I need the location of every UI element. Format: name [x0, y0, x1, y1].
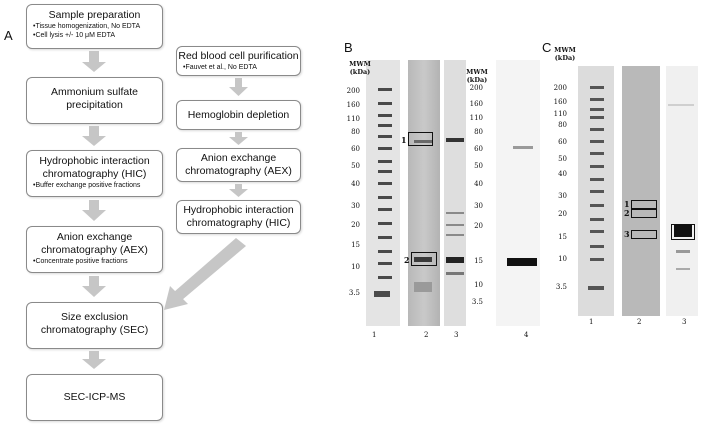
gel-b-box-label-2: 2	[404, 255, 410, 265]
arrow-down-icon	[229, 132, 248, 145]
arrow-down-icon	[82, 351, 106, 369]
mw-marker-label: 15	[351, 241, 360, 249]
flow-box-title: Hemoglobin depletion	[187, 109, 290, 121]
mw-marker-label: 40	[558, 170, 567, 178]
gel-c-mwm-header: MWM (kDa)	[554, 46, 576, 62]
gel-b-mwm-header: MWM (kDa)	[349, 60, 371, 76]
flow-box-title: Anion exchange chromatography (AEX)	[41, 231, 148, 256]
flow-box-ammonium-sulfate: Ammonium sulfate precipitation	[26, 77, 163, 124]
gel-b-lane-label: 1	[372, 331, 377, 339]
flow-box-hemoglobin-depletion: Hemoglobin depletion	[176, 100, 301, 130]
mw-marker-label: 80	[558, 121, 567, 129]
flow-box-sec-icp-ms: SEC-ICP-MS	[26, 374, 163, 421]
flow-box-bullet: •Fauvet et al., No EDTA	[183, 64, 257, 71]
mw-marker-label: 10	[558, 255, 567, 263]
mw-marker-label: 50	[474, 162, 483, 170]
flow-box-hic-right: Hydrophobic interaction chromatography (…	[176, 200, 301, 234]
arrow-down-icon	[82, 126, 106, 146]
mw-marker-label: 3.5	[348, 289, 360, 297]
arrow-down-icon	[82, 200, 106, 221]
mw-marker-label: 200	[553, 84, 567, 92]
gel-c-lane-label: 1	[589, 318, 594, 326]
arrow-down-icon	[82, 51, 106, 72]
flow-box-title: Hydrophobic interaction chromatography (…	[183, 204, 294, 229]
mw-marker-label: 3.5	[555, 283, 567, 291]
flow-box-bullet: •Concentrate positive fractions	[33, 258, 128, 265]
flow-box-title: Hydrophobic interaction chromatography (…	[39, 155, 150, 180]
gel-c-band-box-1	[631, 200, 657, 209]
gel-c-box-label-3: 3	[624, 229, 630, 239]
panel-label-b: B	[344, 40, 353, 55]
panel-label-c: C	[542, 40, 552, 55]
mw-marker-label: 30	[474, 202, 483, 210]
gel-c-box-label-2: 2	[624, 208, 630, 218]
mw-marker-label: 15	[474, 257, 483, 265]
gel-c-band-box-lane3	[671, 224, 695, 240]
mw-marker-label: 10	[351, 263, 360, 271]
gel-b-lane-label: 3	[454, 331, 459, 339]
gel-c-band-box-2	[631, 209, 657, 218]
flow-box-title: Ammonium sulfate precipitation	[51, 86, 138, 111]
gel-b-band-box-2	[411, 252, 437, 266]
mw-marker-label: 60	[474, 145, 483, 153]
mw-marker-label: 20	[558, 210, 567, 218]
gel-b-lane-label: 2	[424, 331, 429, 339]
arrow-down-icon	[229, 78, 248, 96]
mw-marker-label: 110	[469, 114, 483, 122]
gel-c-lane-label: 2	[637, 318, 642, 326]
arrow-down-icon	[82, 276, 106, 297]
flow-box-aex-right: Anion exchange chromatography (AEX)	[176, 148, 301, 182]
gel-b-mwm-header-2: MWM (kDa)	[466, 68, 488, 84]
gel-b-lane-label: 4	[524, 331, 529, 339]
flow-box-title: Red blood cell purification	[178, 50, 299, 62]
gel-c-band-box-3	[631, 230, 657, 239]
flow-box-bullet: •Tissue homogenization, No EDTA	[33, 23, 141, 30]
mw-marker-label: 40	[474, 180, 483, 188]
flow-box-title: Sample preparation	[48, 9, 141, 21]
mw-marker-label: 40	[351, 180, 360, 188]
mw-marker-label: 80	[351, 128, 360, 136]
flow-box-bullet: •Buffer exchange positive fractions	[33, 182, 141, 189]
mw-marker-label: 60	[558, 138, 567, 146]
mw-marker-label: 50	[558, 155, 567, 163]
mw-marker-label: 110	[346, 115, 360, 123]
mw-marker-label: 30	[351, 202, 360, 210]
mw-marker-label: 10	[474, 281, 483, 289]
mw-marker-label: 20	[351, 221, 360, 229]
mw-marker-label: 20	[474, 222, 483, 230]
mw-marker-label: 160	[469, 100, 483, 108]
mw-marker-label: 160	[346, 101, 360, 109]
mw-marker-label: 80	[474, 128, 483, 136]
flow-box-title: SEC-ICP-MS	[63, 391, 126, 403]
flow-box-aex: Anion exchange chromatography (AEX) •Con…	[26, 226, 163, 273]
flow-box-sec: Size exclusion chromatography (SEC)	[26, 302, 163, 349]
flow-box-title: Size exclusion chromatography (SEC)	[40, 311, 149, 336]
panel-label-a: A	[4, 28, 13, 43]
gel-c-box-label-1: 1	[624, 199, 630, 209]
flow-box-sample-preparation: Sample preparation •Tissue homogenizatio…	[26, 4, 163, 49]
mw-marker-label: 60	[351, 145, 360, 153]
mw-marker-label: 110	[553, 110, 567, 118]
gel-b-box-label-1: 1	[401, 135, 407, 145]
flow-box-rbc-purification: Red blood cell purification •Fauvet et a…	[176, 46, 301, 76]
arrow-diagonal-icon	[164, 238, 246, 310]
arrow-down-icon	[229, 184, 248, 197]
flow-box-hic: Hydrophobic interaction chromatography (…	[26, 150, 163, 197]
mw-marker-label: 30	[558, 192, 567, 200]
flow-box-title: Anion exchange chromatography (AEX)	[185, 152, 292, 177]
mw-marker-label: 200	[346, 87, 360, 95]
flow-box-bullet: •Cell lysis +/- 10 μM EDTA	[33, 32, 116, 39]
mw-marker-label: 50	[351, 162, 360, 170]
mw-marker-label: 15	[558, 233, 567, 241]
mw-marker-label: 200	[469, 84, 483, 92]
mw-marker-label: 160	[553, 98, 567, 106]
mw-marker-label: 3.5	[471, 298, 483, 306]
gel-b-band-box-1	[408, 132, 433, 146]
gel-c-lane-label: 3	[682, 318, 687, 326]
